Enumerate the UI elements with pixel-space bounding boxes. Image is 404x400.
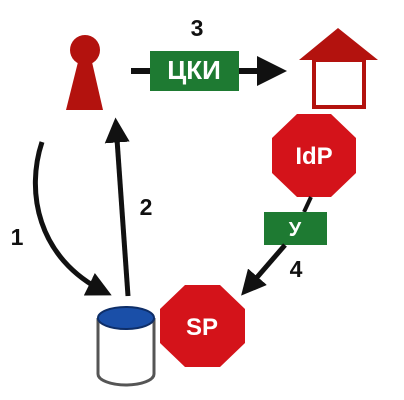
step-4-number: 4: [290, 256, 303, 282]
step-1-number: 1: [11, 224, 24, 250]
arrow-step1: [32, 141, 112, 296]
idp-octagon: IdP: [272, 114, 356, 197]
sp-label: SP: [186, 314, 218, 341]
database-icon: [96, 306, 156, 387]
ck-box-label: ЦКИ: [167, 55, 221, 85]
arrow-step2: [104, 117, 131, 297]
house-icon: [299, 28, 378, 109]
sp-octagon: SP: [160, 285, 245, 367]
u-box: У: [264, 212, 327, 245]
arrow-step4: [241, 243, 287, 296]
step-2-number: 2: [140, 194, 153, 220]
ck-box: ЦКИ: [131, 51, 239, 91]
idp-label: IdP: [295, 143, 332, 170]
u-box-label: У: [289, 219, 302, 241]
connector-idp-u: [302, 196, 313, 213]
step-3-number: 3: [191, 15, 204, 41]
user-icon: [66, 35, 103, 110]
